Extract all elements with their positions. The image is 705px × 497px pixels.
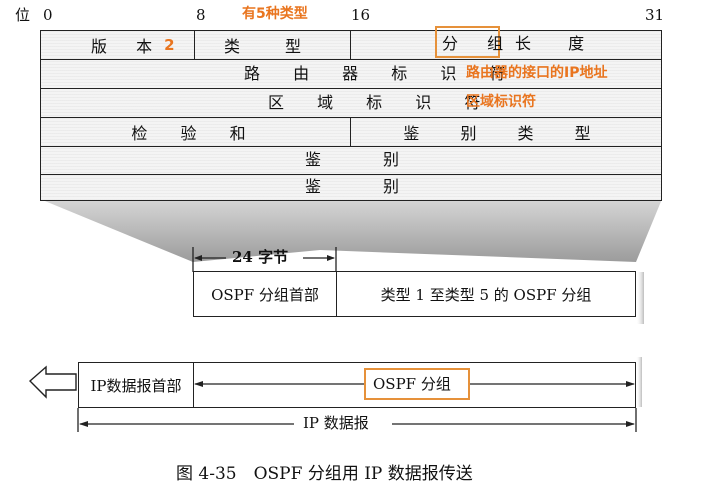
authentication-field-2 xyxy=(40,174,662,201)
authentication-field-1 xyxy=(40,146,662,175)
bit-16-label: 16 xyxy=(351,6,371,24)
length-label: 长 度 xyxy=(515,34,601,53)
checksum-label: 检 验 和 xyxy=(131,124,260,143)
auth-label-left-2: 鉴 xyxy=(305,177,322,196)
ip-header-cell: IP数据报首部 xyxy=(78,362,194,408)
packet-label: 分 组 xyxy=(442,34,516,53)
router-id-label: 路 由 器 标 识 符 xyxy=(244,64,520,83)
ip-payload-label: OSPF 分组 xyxy=(373,375,451,393)
auth-type-label: 鉴 别 类 型 xyxy=(403,124,609,143)
area-id-annotation: 区域标识符 xyxy=(466,94,536,110)
type-count-annotation: 有5种类型 xyxy=(242,6,308,22)
router-id-annotation: 路由器的接口的IP地址 xyxy=(466,65,608,81)
bit-0-label: 0 xyxy=(43,6,53,24)
auth-label-left: 鉴 xyxy=(305,150,322,169)
ospf-header-cell: OSPF 分组首部 xyxy=(193,271,337,317)
ip-datagram-label: IP 数据报 xyxy=(303,414,369,432)
ospf-body-label: 类型 1 至类型 5 的 OSPF 分组 xyxy=(380,285,592,304)
header-size-label: 24 字节 xyxy=(232,248,289,266)
send-direction-arrow-icon xyxy=(28,365,77,399)
bit-position-label: 位 xyxy=(15,6,31,24)
packet-highlight-box xyxy=(435,26,500,58)
checksum-field: 检 验 和 xyxy=(40,117,351,147)
auth-label-right: 别 xyxy=(383,150,400,169)
ospf-body-cell: 类型 1 至类型 5 的 OSPF 分组 xyxy=(336,271,636,317)
bit-8-label: 8 xyxy=(196,6,206,24)
figure-caption: 图 4-35 OSPF 分组用 IP 数据报传送 xyxy=(176,464,473,484)
version-value: 2 xyxy=(164,36,175,54)
type-field: 类 型 xyxy=(194,30,351,60)
ospf-header-label: OSPF 分组首部 xyxy=(211,285,319,304)
auth-type-field: 鉴 别 类 型 xyxy=(350,117,662,147)
area-id-label: 区 域 标 识 符 xyxy=(268,93,495,112)
ip-header-label: IP数据报首部 xyxy=(90,376,182,395)
type-label: 类 型 xyxy=(223,37,322,56)
version-field: 版 本 2 xyxy=(40,30,195,60)
bit-31-label: 31 xyxy=(645,6,665,24)
version-label: 版 本 xyxy=(91,37,165,56)
auth-label-right-2: 别 xyxy=(383,177,400,196)
ospf-payload-highlight-box xyxy=(364,368,470,400)
